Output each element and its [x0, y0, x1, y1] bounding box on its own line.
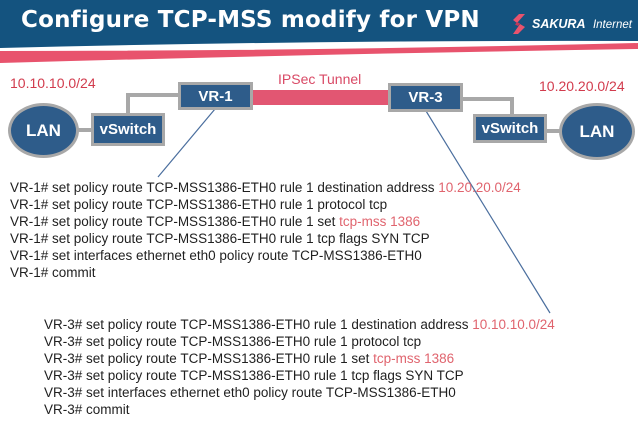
code-line: VR-3# set policy route TCP-MSS1386-ETH0 …	[44, 351, 455, 366]
vr1-config-block: VR-1# set policy route TCP-MSS1386-ETH0 …	[10, 179, 521, 281]
vswitch-right-node: vSwitch	[473, 114, 547, 143]
code-line: VR-3# set policy route TCP-MSS1386-ETH0 …	[44, 317, 555, 332]
sakura-bolt-icon	[513, 14, 525, 34]
code-line: VR-1# set policy route TCP-MSS1386-ETH0 …	[10, 231, 430, 246]
logo-suffix: Internet	[592, 19, 632, 31]
code-line: VR-3# set policy route TCP-MSS1386-ETH0 …	[44, 368, 464, 383]
code-line: VR-1# set policy route TCP-MSS1386-ETH0 …	[10, 180, 521, 195]
code-line: VR-3# set policy route TCP-MSS1386-ETH0 …	[44, 334, 422, 349]
ipsec-tunnel-label: IPSec Tunnel	[278, 71, 362, 87]
vswitch-left-node: vSwitch	[91, 113, 165, 146]
header-band	[0, 0, 638, 63]
code-line: VR-1# set interfaces ethernet eth0 polic…	[10, 248, 422, 263]
code-line: VR-1# set policy route TCP-MSS1386-ETH0 …	[10, 214, 421, 229]
code-line: VR-1# set policy route TCP-MSS1386-ETH0 …	[10, 197, 388, 212]
lan-left-node: LAN	[8, 103, 79, 158]
right-subnet-label: 10.20.20.0/24	[539, 78, 625, 94]
lan-right-node: LAN	[559, 103, 635, 160]
ipsec-tunnel-bar	[253, 90, 388, 105]
code-line: VR-1# commit	[10, 265, 96, 280]
logo-text: SAKURA Internet	[532, 15, 632, 33]
code-line: VR-3# commit	[44, 402, 130, 417]
sakura-logo: SAKURA Internet	[511, 14, 632, 34]
vr3-config-block: VR-3# set policy route TCP-MSS1386-ETH0 …	[44, 316, 555, 418]
page-title: Configure TCP-MSS modify for VPN	[21, 7, 480, 33]
vr1-node: VR-1	[178, 82, 253, 110]
left-subnet-label: 10.10.10.0/24	[10, 75, 96, 91]
code-line: VR-3# set interfaces ethernet eth0 polic…	[44, 385, 456, 400]
vr3-node: VR-3	[388, 83, 463, 112]
logo-brand: SAKURA	[532, 17, 586, 31]
